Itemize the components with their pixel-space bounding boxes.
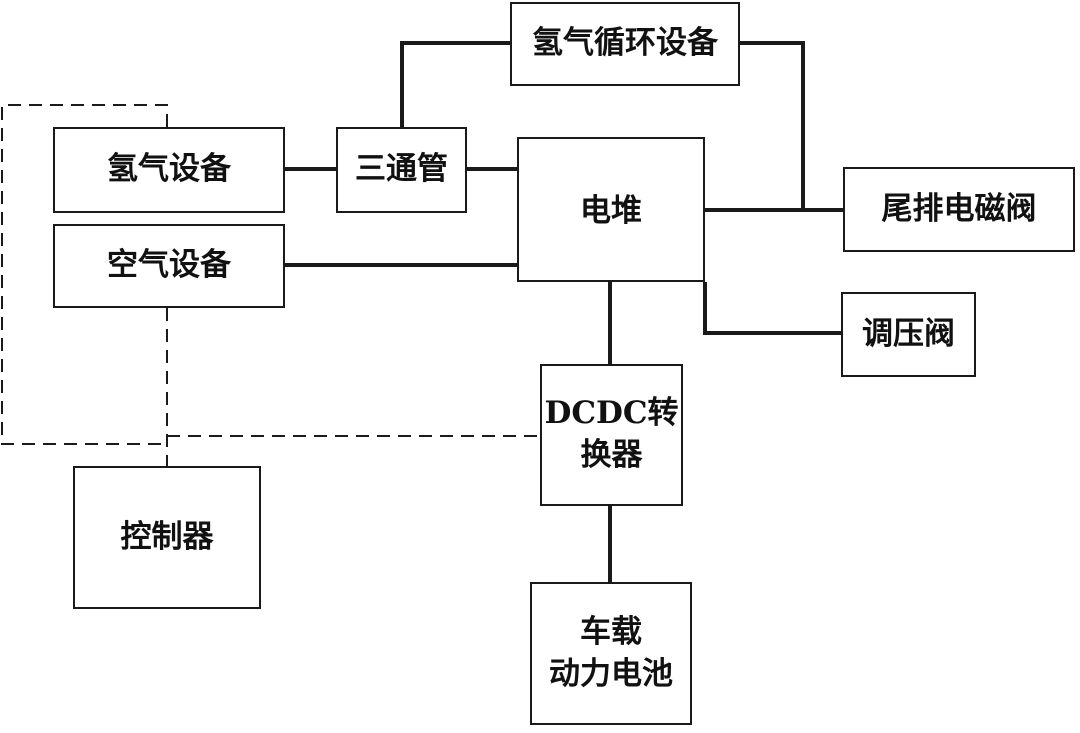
dcdc-converter-label-line2: 换器 [580,437,643,473]
stack-label: 电堆 [580,193,642,229]
dcdc-converter-label-line1: DCDC转 [544,395,679,432]
pressure-valve-label: 调压阀 [862,315,955,352]
dcdc-converter-box: DCDC转 换器 [540,364,683,506]
line-stack-to-pressure-valve [703,282,841,335]
line-tee-to-circulation [400,41,510,127]
hydrogen-equipment-box: 氢气设备 [53,127,285,213]
line-circulation-to-exhaust [740,41,805,210]
hydrogen-equipment-label: 氢气设备 [107,151,231,188]
vehicle-battery-box: 车载 动力电池 [530,582,692,725]
stack-box: 电堆 [517,137,705,282]
hydrogen-circulation-label: 氢气循环设备 [532,25,718,62]
air-equipment-box: 空气设备 [53,224,285,308]
vehicle-battery-label-line2: 动力电池 [549,655,673,692]
controller-label: 控制器 [120,518,214,555]
tee-pipe-label: 三通管 [355,151,448,188]
hydrogen-circulation-box: 氢气循环设备 [510,2,740,86]
pressure-valve-box: 调压阀 [841,292,976,377]
exhaust-valve-label: 尾排电磁阀 [881,190,1037,227]
exhaust-valve-box: 尾排电磁阀 [843,167,1075,252]
controller-box: 控制器 [73,466,261,609]
vehicle-battery-label-line1: 车载 [580,613,642,650]
tee-pipe-box: 三通管 [336,127,467,213]
air-equipment-label: 空气设备 [107,247,231,284]
